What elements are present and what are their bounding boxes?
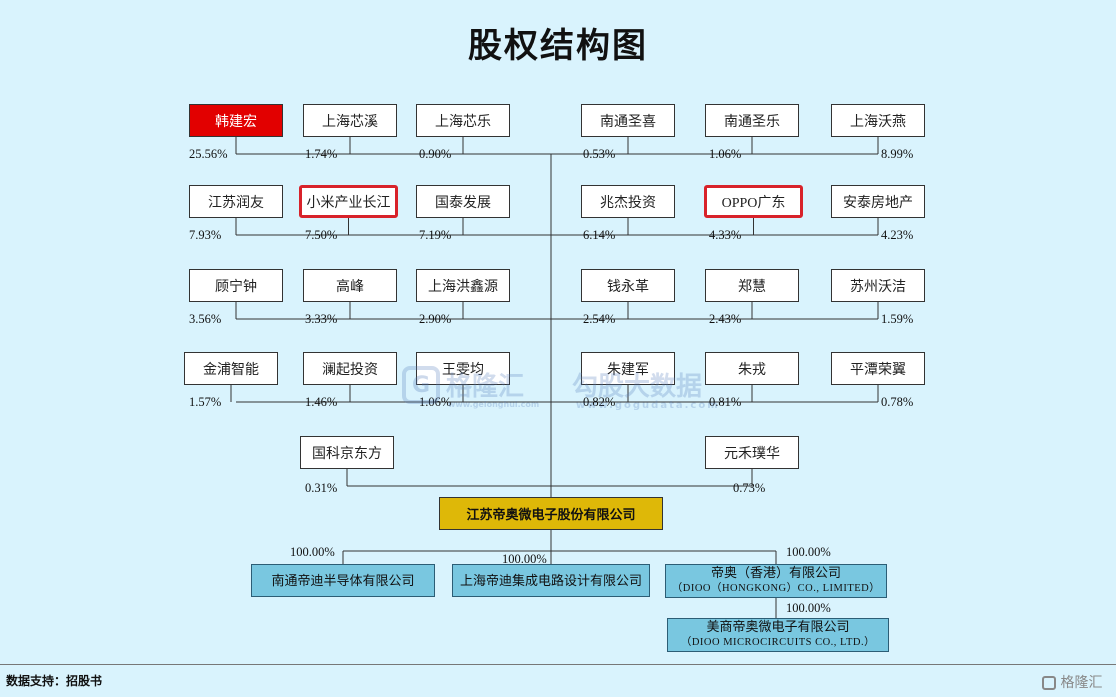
shareholding-percentage: 6.14% — [583, 228, 616, 242]
shareholder-box: 江苏润友 — [189, 185, 283, 218]
shareholder-box: 上海沃燕 — [831, 104, 925, 137]
shareholder-box: 顾宁钟 — [189, 269, 283, 302]
shareholding-percentage: 1.46% — [305, 395, 338, 409]
shareholding-percentage: 0.31% — [305, 481, 338, 495]
shareholding-percentage: 25.56% — [189, 147, 228, 161]
shareholder-box: 上海洪鑫源 — [416, 269, 510, 302]
shareholding-percentage: 0.53% — [583, 147, 616, 161]
shareholding-percentage: 4.23% — [881, 228, 914, 242]
shareholder-box: OPPO广东 — [704, 185, 803, 218]
shareholder-box: 澜起投资 — [303, 352, 397, 385]
shareholder-box: 上海芯溪 — [303, 104, 397, 137]
watermark-data-url: www.gogudata.com — [576, 400, 720, 411]
shareholder-box: 南通圣乐 — [705, 104, 799, 137]
corner-logo-icon — [1042, 676, 1056, 690]
subsidiary-percentage: 100.00% — [502, 552, 547, 566]
page-title: 股权结构图 — [468, 26, 648, 66]
shareholding-percentage: 0.81% — [709, 395, 742, 409]
shareholding-percentage: 1.74% — [305, 147, 338, 161]
shareholding-percentage: 2.54% — [583, 312, 616, 326]
shareholder-box: 高峰 — [303, 269, 397, 302]
shareholding-percentage: 3.56% — [189, 312, 222, 326]
shareholder-box: 平潭荣翼 — [831, 352, 925, 385]
shareholding-percentage: 0.82% — [583, 395, 616, 409]
shareholder-box: 国泰发展 — [416, 185, 510, 218]
subsidiary-percentage: 100.00% — [786, 601, 831, 615]
shareholder-box: 小米产业长江 — [299, 185, 398, 218]
shareholding-percentage: 3.33% — [305, 312, 338, 326]
shareholder-box: 金浦智能 — [184, 352, 278, 385]
subsidiary-name-en: （DIOO MICROCIRCUITS CO., LTD.） — [680, 637, 876, 648]
subsidiary-name: 美商帝奥微电子有限公司 — [706, 619, 850, 634]
shareholding-percentage: 1.57% — [189, 395, 222, 409]
shareholding-percentage: 8.99% — [881, 147, 914, 161]
shareholder-box: 王雯均 — [416, 352, 510, 385]
shareholder-box: 韩建宏 — [189, 104, 283, 137]
shareholding-percentage: 0.90% — [419, 147, 452, 161]
gelonghui-logo-icon: G — [402, 366, 440, 404]
shareholding-percentage: 0.73% — [733, 481, 766, 495]
watermark-brand: 格隆汇 — [446, 372, 525, 402]
subsidiary-name: 帝奥（香港）有限公司 — [710, 565, 841, 580]
corner-brand: 格隆汇 — [1060, 675, 1103, 691]
shareholding-percentage: 7.50% — [305, 228, 338, 242]
shareholder-box: 朱戎 — [705, 352, 799, 385]
subsidiary-name-en: （DIOO（HONGKONG）CO., LIMITED） — [671, 583, 881, 594]
watermark-data: 勾股大数据 — [572, 372, 703, 402]
subsidiary-box: 南通帝迪半导体有限公司 — [251, 564, 435, 597]
shareholder-box: 朱建军 — [581, 352, 675, 385]
shareholder-box: 南通圣喜 — [581, 104, 675, 137]
subsidiary-box: 上海帝迪集成电路设计有限公司 — [452, 564, 650, 597]
subsidiary-percentage: 100.00% — [786, 545, 831, 559]
shareholding-percentage: 7.19% — [419, 228, 452, 242]
shareholder-box: 上海芯乐 — [416, 104, 510, 137]
shareholding-percentage: 2.90% — [419, 312, 452, 326]
main-company-box: 江苏帝奥微电子股份有限公司 — [439, 497, 663, 530]
shareholder-box: 元禾璞华 — [705, 436, 799, 469]
corner-watermark: 格隆汇 — [1042, 672, 1102, 692]
subsidiary-name: 南通帝迪半导体有限公司 — [271, 572, 415, 588]
shareholding-percentage: 0.78% — [881, 395, 914, 409]
subsidiary-box: 帝奥（香港）有限公司 （DIOO（HONGKONG）CO., LIMITED） — [665, 564, 887, 598]
shareholding-percentage: 1.59% — [881, 312, 914, 326]
shareholder-box: 苏州沃洁 — [831, 269, 925, 302]
source-note: 数据支持：招股书 — [6, 674, 103, 688]
subsidiary-percentage: 100.00% — [290, 545, 335, 559]
shareholding-percentage: 4.33% — [709, 228, 742, 242]
shareholder-box: 兆杰投资 — [581, 185, 675, 218]
subsidiary-name: 上海帝迪集成电路设计有限公司 — [459, 572, 642, 588]
watermark-brand-url: www.gelonghui.com — [448, 400, 540, 409]
shareholding-percentage: 7.93% — [189, 228, 222, 242]
subsidiary-box: 美商帝奥微电子有限公司 （DIOO MICROCIRCUITS CO., LTD… — [667, 618, 889, 652]
shareholder-box: 钱永革 — [581, 269, 675, 302]
shareholder-box: 安泰房地产 — [831, 185, 925, 218]
shareholding-percentage: 1.06% — [709, 147, 742, 161]
shareholder-box: 国科京东方 — [300, 436, 394, 469]
shareholder-box: 郑慧 — [705, 269, 799, 302]
shareholding-percentage: 2.43% — [709, 312, 742, 326]
footer-divider — [0, 664, 1116, 665]
